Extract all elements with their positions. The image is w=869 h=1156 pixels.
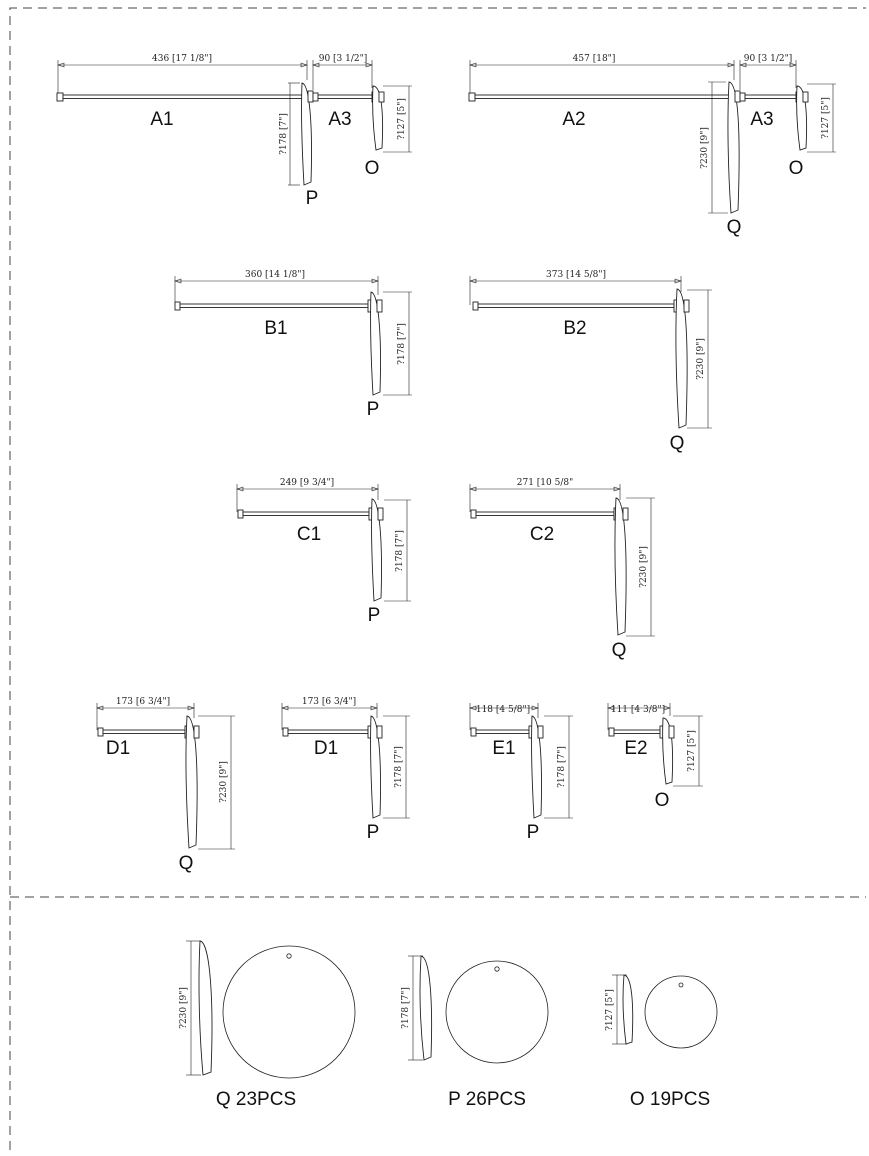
label-blade-p-a1: P — [306, 188, 319, 209]
label-blade-p-d1: P — [367, 822, 380, 843]
dim-length-a3-left: 90 [3 1/2"] — [319, 54, 368, 64]
dim-blade-q-d1: ?230 [9"] — [219, 761, 229, 803]
qty-q: Q 23PCS — [216, 1089, 296, 1110]
assembly-d1-p: 173 [6 3/4"] D1 ?178 [7"] P — [281, 697, 410, 843]
label-d1-p: D1 — [314, 738, 338, 759]
frame-border — [9, 7, 866, 1150]
label-a1: A1 — [150, 109, 173, 130]
dim-length-c2: 271 [10 5/8" — [517, 478, 574, 488]
assembly-c2: 271 [10 5/8" C2 ?230 [9"] Q — [469, 478, 655, 661]
dim-blade-q-b2: ?230 [9"] — [696, 338, 706, 380]
label-a2: A2 — [562, 109, 585, 130]
assembly-b1: 360 [14 1/8"] B1 ?178 [7"] P — [174, 270, 412, 420]
dim-blade-o-e2: ?127 [5"] — [687, 730, 697, 772]
dim-blade-q-a2: ?230 [9"] — [700, 127, 710, 169]
dim-length-b2: 373 [14 5/8"] — [546, 270, 606, 280]
dim-blade-o-a3-left: ?127 [5"] — [397, 98, 407, 140]
label-blade-q-a2: Q — [727, 217, 742, 238]
qty-o: O 19PCS — [630, 1089, 710, 1110]
label-blade-o-a3-left: O — [365, 158, 380, 179]
label-blade-p-c1: P — [368, 605, 381, 626]
assembly-b2: 373 [14 5/8"] B2 ?230 [9"] Q — [469, 270, 712, 454]
part-p: ?178 [7"] P 26PCS — [401, 955, 549, 1110]
dim-length-d1-p: 173 [6 3/4"] — [302, 697, 356, 707]
assembly-e1: 118 [4 5/8"] E1 ?178 [7"] P — [469, 703, 573, 843]
blade-disc-o — [644, 975, 718, 1049]
part-q: ?230 [9"] Q 23PCS — [179, 940, 356, 1110]
dim-length-d1-q: 173 [6 3/4"] — [116, 697, 170, 707]
dim-part-o: ?127 [5"] — [605, 989, 615, 1031]
dim-blade-p-a1: ?178 [7"] — [279, 113, 289, 155]
dim-blade-p-e1: ?178 [7"] — [557, 746, 567, 788]
blade-hole-p — [494, 966, 500, 972]
label-d1-q: D1 — [106, 738, 130, 759]
blade-hole-q — [286, 953, 292, 959]
part-o: ?127 [5"] O 19PCS — [605, 974, 718, 1110]
assembly-a2: 457 [18"] A2 ?230 [9"] Q — [468, 54, 742, 238]
blade-disc-q — [222, 945, 356, 1079]
dim-length-e2: 111 [4 3/8"] — [611, 705, 665, 715]
dim-length-e1: 118 [4 5/8"] — [476, 705, 530, 715]
label-b1: B1 — [264, 318, 287, 339]
label-blade-p-e1: P — [527, 822, 540, 843]
dim-blade-p-b1: ?178 [7"] — [397, 323, 407, 365]
label-b2: B2 — [563, 318, 586, 339]
label-blade-q-d1: Q — [179, 853, 194, 874]
assembly-a1: 436 [17 1/8"] A1 ?178 [7"] P — [56, 54, 319, 209]
dim-blade-p-c1: ?178 [7"] — [395, 530, 405, 572]
dim-blade-o-a3-right: ?127 [5"] — [821, 97, 831, 139]
assembly-a3-left: 90 [3 1/2"] A3 ?127 [5"] O — [312, 54, 412, 179]
dim-blade-q-c2: ?230 [9"] — [639, 546, 649, 588]
blade-disc-p — [445, 960, 549, 1064]
label-a3-right: A3 — [750, 109, 773, 130]
label-blade-q-b2: Q — [670, 433, 685, 454]
dim-length-a2: 457 [18"] — [573, 54, 616, 64]
label-blade-p-b1: P — [367, 399, 380, 420]
label-blade-o-a3-right: O — [789, 158, 804, 179]
dim-length-c1: 249 [9 3/4"] — [280, 478, 334, 488]
label-c1: C1 — [297, 524, 321, 545]
label-blade-o-e2: O — [655, 790, 670, 811]
dim-part-p: ?178 [7"] — [401, 987, 411, 1029]
assembly-e2: 111 [4 3/8"] E2 ?127 [5"] O — [607, 703, 703, 811]
label-blade-q-c2: Q — [612, 640, 627, 661]
dim-length-b1: 360 [14 1/8"] — [245, 270, 305, 280]
dim-length-a3-right: 90 [3 1/2"] — [744, 54, 793, 64]
qty-p: P 26PCS — [448, 1089, 526, 1110]
assembly-a3-right: 90 [3 1/2"] A3 ?127 [5"] O — [739, 54, 836, 179]
dim-part-q: ?230 [9"] — [179, 987, 189, 1029]
assembly-d1-q: 173 [6 3/4"] D1 ?230 [9"] Q — [96, 697, 235, 874]
blade-hole-o — [678, 982, 684, 988]
label-a3-left: A3 — [328, 109, 351, 130]
label-c2: C2 — [530, 524, 554, 545]
label-e1: E1 — [492, 738, 515, 759]
dim-blade-p-d1: ?178 [7"] — [394, 746, 404, 788]
assembly-c1: 249 [9 3/4"] C1 ?178 [7"] P — [236, 478, 411, 626]
dim-length-a1: 436 [17 1/8"] — [152, 54, 212, 64]
label-e2: E2 — [624, 738, 647, 759]
